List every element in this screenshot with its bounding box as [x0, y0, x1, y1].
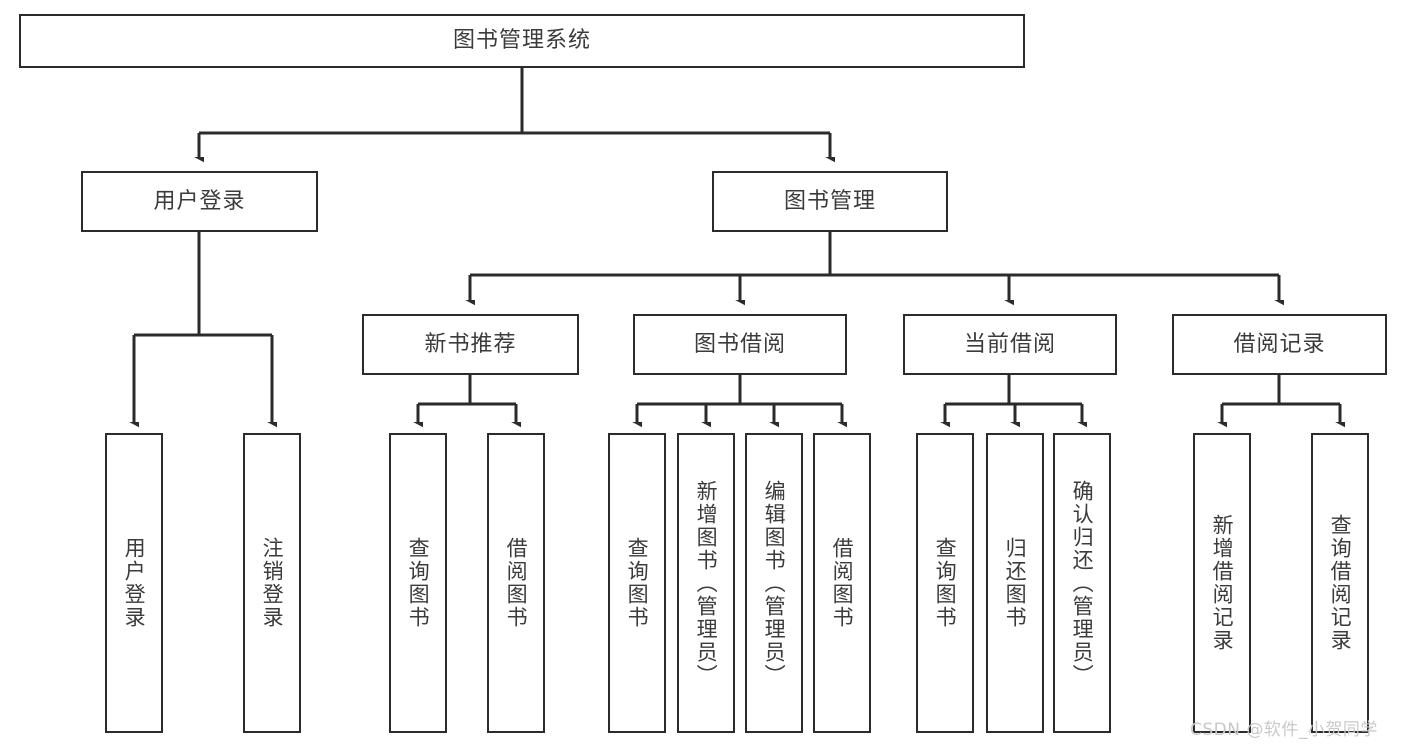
node-leaf-query-borrow-record[interactable]: 查询借阅记录	[1311, 433, 1369, 733]
node-borrow-record[interactable]: 借阅记录	[1172, 314, 1387, 375]
node-label: 当前借阅	[963, 331, 1056, 357]
node-new-book-recommend[interactable]: 新书推荐	[362, 314, 579, 375]
node-leaf-confirm-return-admin[interactable]: 确认归还（管理员）	[1053, 433, 1111, 733]
node-leaf-return-book[interactable]: 归还图书	[986, 433, 1044, 733]
node-label: 查询图书	[933, 537, 958, 629]
node-label: 图书借阅	[693, 331, 786, 357]
node-leaf-borrow-book[interactable]: 借阅图书	[813, 433, 871, 733]
node-leaf-user-login[interactable]: 用户登录	[105, 433, 163, 733]
node-label: 查询借阅记录	[1328, 514, 1353, 652]
csdn-watermark: CSDN @软件_小贺同学	[1190, 720, 1378, 740]
node-leaf-add-borrow-record[interactable]: 新增借阅记录	[1193, 433, 1251, 733]
node-label: 编辑图书（管理员）	[762, 479, 787, 687]
node-label: 注销登录	[260, 537, 285, 629]
node-leaf-borrow-book-recommend[interactable]: 借阅图书	[487, 433, 545, 733]
node-book-borrow[interactable]: 图书借阅	[633, 314, 847, 375]
node-label: 图书管理	[783, 188, 876, 214]
node-leaf-query-book-borrow[interactable]: 查询图书	[608, 433, 666, 733]
node-label: 查询图书	[406, 537, 431, 629]
node-book-management[interactable]: 图书管理	[712, 171, 948, 232]
node-label: 新书推荐	[424, 331, 517, 357]
node-leaf-user-logout[interactable]: 注销登录	[243, 433, 301, 733]
node-root-book-management-system[interactable]: 图书管理系统	[19, 14, 1025, 68]
node-label: 用户登录	[122, 537, 147, 629]
node-leaf-edit-book-admin[interactable]: 编辑图书（管理员）	[745, 433, 803, 733]
node-current-borrow[interactable]: 当前借阅	[903, 314, 1117, 375]
node-label: 新增借阅记录	[1210, 514, 1235, 652]
node-label: 用户登录	[153, 188, 246, 214]
node-leaf-query-book-recommend[interactable]: 查询图书	[389, 433, 447, 733]
node-label: 确认归还（管理员）	[1070, 479, 1095, 687]
node-user-login[interactable]: 用户登录	[81, 171, 318, 232]
node-leaf-add-book-admin[interactable]: 新增图书（管理员）	[677, 433, 735, 733]
node-label: 图书管理系统	[452, 28, 591, 54]
node-label: 新增图书（管理员）	[694, 479, 719, 687]
node-label: 借阅图书	[504, 537, 529, 629]
node-label: 查询图书	[625, 537, 650, 629]
node-label: 借阅记录	[1233, 331, 1326, 357]
node-leaf-query-book-current[interactable]: 查询图书	[916, 433, 974, 733]
node-label: 归还图书	[1003, 537, 1028, 629]
node-label: 借阅图书	[830, 537, 855, 629]
